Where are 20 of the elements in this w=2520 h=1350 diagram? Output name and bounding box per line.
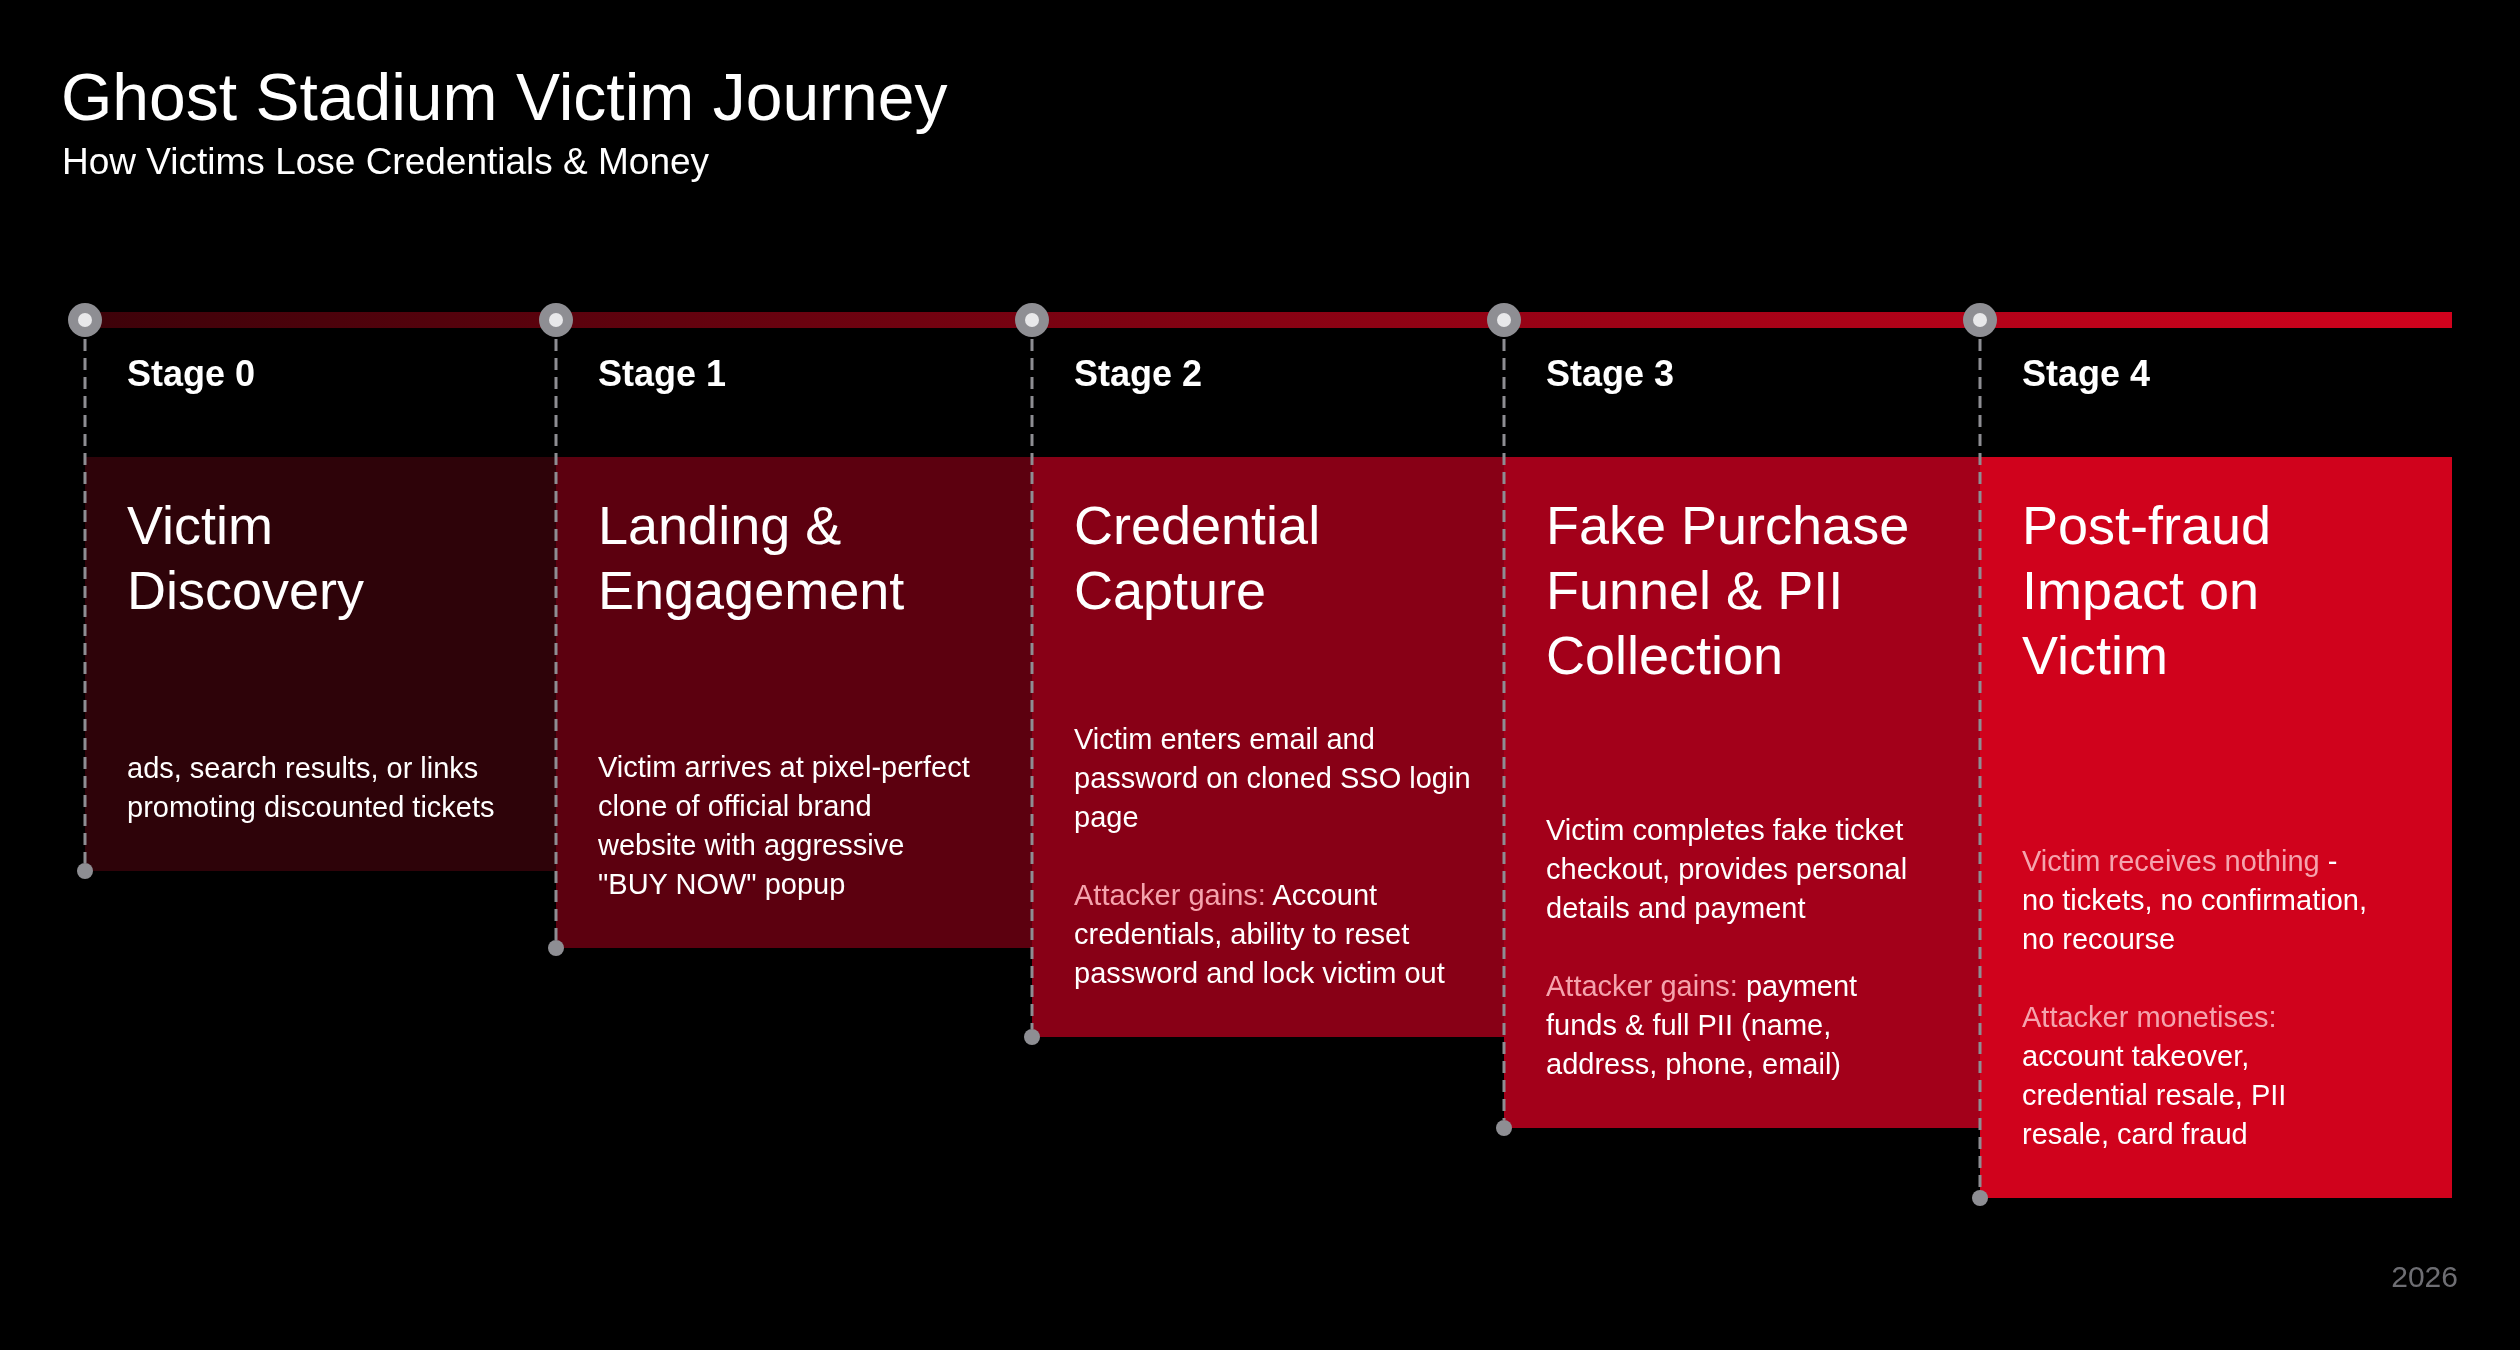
stage-heading: Landing & Engagement <box>598 494 906 622</box>
description-text: Victim arrives at pixel-perfect clone of official brand website with aggressive "BUY NOW" popup <box>598 750 970 902</box>
description-text: Victim completes fake ticket checkout, provides personal details and payment <box>1546 813 1908 926</box>
note-text: Attacker gains: Account credentials, ability to reset password and lock victim out <box>1074 878 1446 991</box>
stage-label: Stage 1 <box>598 356 727 392</box>
description-text: Victim enters email and password on cloned SSO login page <box>1074 722 1472 835</box>
note-text: Attacker monetises: account takeover, credential resale, PII resale, card fraud <box>2022 1000 2288 1152</box>
stage-label: Stage 0 <box>127 356 256 392</box>
stage-label: Stage 3 <box>1546 356 1675 392</box>
note-text: Attacker gains: payment funds & full PII (name, address, phone, email) <box>1546 969 1859 1082</box>
stage-heading: Credential Capture <box>1074 494 1322 622</box>
description-text: Victim receives nothing - no tickets, no confirmation, no recourse <box>2022 844 2368 957</box>
source-year-text: 2026 <box>2391 1262 2458 1292</box>
stage-heading: Post-fraud Impact on Victim <box>2022 494 2273 687</box>
description-text: ads, search results, or links promoting discounted tickets <box>127 751 496 825</box>
stage-heading: Victim Discovery <box>127 494 366 622</box>
stage-label: Stage 4 <box>2022 356 2151 392</box>
stage-label: Stage 2 <box>1074 356 1203 392</box>
page-subtitle: How Victims Lose Credentials & Money <box>62 143 710 180</box>
stage-heading: Fake Purchase Funnel & PII Collection <box>1546 494 1911 687</box>
